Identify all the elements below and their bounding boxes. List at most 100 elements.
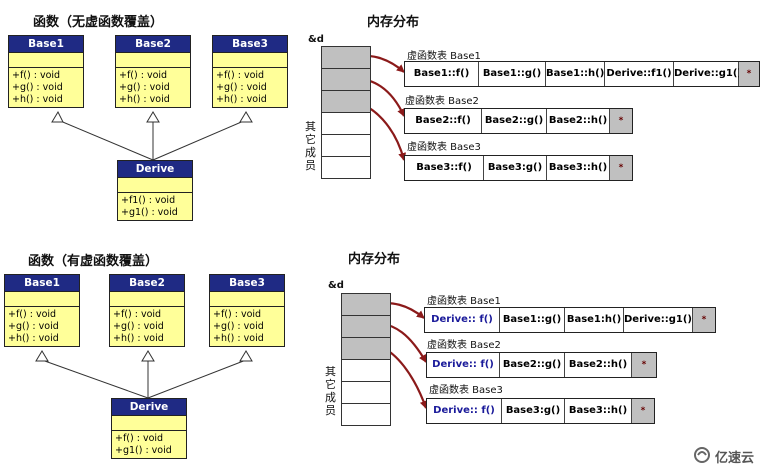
bottom-vtable-base3: Derive:: f() Base3:g() Base3::h() *: [426, 398, 655, 424]
object-address-label: &d: [328, 280, 344, 291]
operation: +h() : void: [8, 333, 59, 344]
bottom-inheritance-lines: [35, 350, 253, 399]
vtable-entry: Base1:h(): [565, 308, 624, 332]
operation: +f() : void: [115, 433, 164, 444]
class-name: Derive: [112, 399, 186, 415]
vtable-entry: Base2::h(): [565, 353, 632, 377]
operation: +g1() : void: [121, 207, 178, 218]
vtable-entry-override: Derive:: f(): [427, 399, 502, 423]
vtable-entry: Base2::f(): [405, 109, 482, 133]
operation: +h() : void: [12, 94, 63, 105]
top-class-derive: Derive +f1() : void +g1() : void: [117, 160, 193, 221]
class-operations: +f() : void +g() : void +h() : void: [110, 306, 184, 346]
operation: +f() : void: [216, 70, 265, 81]
inherit-triangle-base3: [239, 350, 253, 362]
top-vtable-base2: Base2::f() Base2::g() Base2::h() *: [404, 108, 633, 134]
class-operations: +f1() : void +g1() : void: [118, 192, 192, 220]
vtable-label: 虚函数表 Base3: [429, 385, 503, 396]
vtable-end-marker: *: [693, 308, 715, 332]
vtable-entry: Base1::g(): [500, 308, 565, 332]
operation: +g() : void: [113, 321, 164, 332]
vtable-label: 虚函数表 Base1: [407, 51, 481, 62]
inherit-triangle-base3: [239, 111, 253, 123]
member-slot: [322, 157, 370, 178]
class-name: Base1: [9, 36, 83, 52]
vtable-end-marker: *: [739, 62, 759, 86]
top-object-layout: [321, 46, 371, 179]
bottom-class-base3: Base3 +f() : void +g() : void +h() : voi…: [209, 274, 285, 347]
operation: +g() : void: [213, 321, 264, 332]
vtable-end-marker: *: [610, 156, 632, 180]
inherit-triangle-base1: [35, 350, 49, 362]
class-name: Derive: [118, 161, 192, 177]
vptr-base3: [342, 338, 390, 360]
operation: +h() : void: [216, 94, 267, 105]
vtable-entry: Base3::h(): [547, 156, 610, 180]
class-name: Base1: [5, 275, 79, 291]
class-operations: +f() : void +g() : void +h() : void: [213, 67, 287, 107]
vtable-entry: Base2::h(): [547, 109, 610, 133]
vtable-entry: Base2::g(): [482, 109, 547, 133]
vptr-base1: [322, 47, 370, 69]
vtable-entry: Derive::g1(): [624, 308, 693, 332]
vtable-end-marker: *: [610, 109, 632, 133]
member-slot: [322, 135, 370, 157]
operation: +f() : void: [8, 309, 57, 320]
vtable-entry: Base1::g(): [479, 62, 546, 86]
operation: +g() : void: [119, 82, 170, 93]
top-class-base2: Base2 +f() : void +g() : void +h() : voi…: [115, 35, 191, 108]
top-section-title: 函数（无虚函数覆盖）: [33, 15, 164, 30]
top-vtable-base3: Base3::f() Base3:g() Base3::h() *: [404, 155, 633, 181]
operation: +f1() : void: [121, 195, 176, 206]
vtable-entry: Base1::f(): [405, 62, 479, 86]
vtable-entry-override: Derive:: f(): [425, 308, 500, 332]
member-slot: [322, 113, 370, 135]
top-class-base1: Base1 +f() : void +g() : void +h() : voi…: [8, 35, 84, 108]
vtable-end-marker: *: [632, 399, 654, 423]
operation: +f() : void: [113, 309, 162, 320]
top-inheritance-lines: [51, 110, 253, 161]
inherit-triangle-base1: [51, 110, 64, 123]
bottom-class-base2: Base2 +f() : void +g() : void +h() : voi…: [109, 274, 185, 347]
vptr-base2: [322, 69, 370, 91]
vtable-entry: Base2::g(): [500, 353, 565, 377]
vtable-entry: Base3:g(): [484, 156, 547, 180]
bottom-section-title: 函数（有虚函数覆盖）: [28, 254, 159, 269]
bottom-vtable-base2: Derive:: f() Base2::g() Base2::h() *: [426, 352, 657, 378]
class-operations: +f() : void +g() : void +h() : void: [210, 306, 284, 346]
class-operations: +f() : void +g() : void +h() : void: [116, 67, 190, 107]
vptr-base1: [342, 294, 390, 316]
bottom-class-base1: Base1 +f() : void +g() : void +h() : voi…: [4, 274, 80, 347]
class-operations: +f() : void +g() : void +h() : void: [9, 67, 83, 107]
other-members-label: 其它成员: [305, 120, 316, 172]
operation: +f() : void: [119, 70, 168, 81]
operation: +g1() : void: [115, 445, 172, 456]
class-name: Base3: [210, 275, 284, 291]
watermark-logo-icon: [693, 446, 711, 464]
bottom-memory-title: 内存分布: [348, 252, 401, 267]
class-operations: +f() : void +g() : void +h() : void: [5, 306, 79, 346]
class-name: Base2: [116, 36, 190, 52]
vtable-entry: Derive::f1(): [605, 62, 674, 86]
vtable-entry: Base3::f(): [405, 156, 484, 180]
watermark-text: 亿速云: [715, 451, 755, 466]
vptr-base2: [342, 316, 390, 338]
vtable-label: 虚函数表 Base3: [407, 142, 481, 153]
member-slot: [342, 404, 390, 425]
vtable-label: 虚函数表 Base1: [427, 296, 501, 307]
vtable-entry: Base1::h(): [546, 62, 605, 86]
operation: +g() : void: [12, 82, 63, 93]
class-name: Base3: [213, 36, 287, 52]
operation: +f() : void: [12, 70, 61, 81]
vtable-end-marker: *: [632, 353, 656, 377]
vtable-label: 虚函数表 Base2: [405, 96, 479, 107]
object-address-label: &d: [308, 34, 324, 45]
class-operations: +f() : void +g1() : void: [112, 430, 186, 458]
top-memory-title: 内存分布: [367, 15, 420, 30]
vtable-entry: Base3:g(): [502, 399, 565, 423]
bottom-object-layout: [341, 293, 391, 426]
operation: +f() : void: [213, 309, 262, 320]
operation: +g() : void: [216, 82, 267, 93]
vtable-entry-override: Derive:: f(): [427, 353, 500, 377]
operation: +h() : void: [119, 94, 170, 105]
